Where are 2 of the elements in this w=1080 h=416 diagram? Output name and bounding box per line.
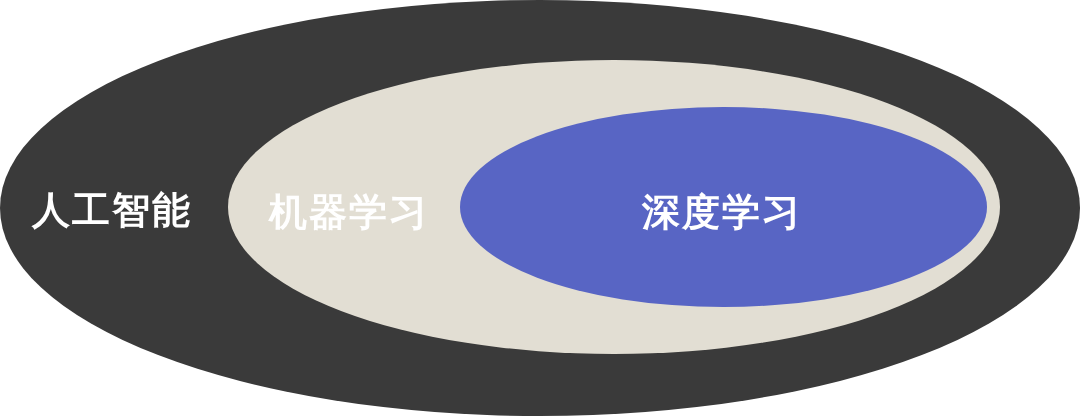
region-label: 人工智能 [32, 186, 192, 234]
region-label: 深度学习 [642, 188, 802, 236]
